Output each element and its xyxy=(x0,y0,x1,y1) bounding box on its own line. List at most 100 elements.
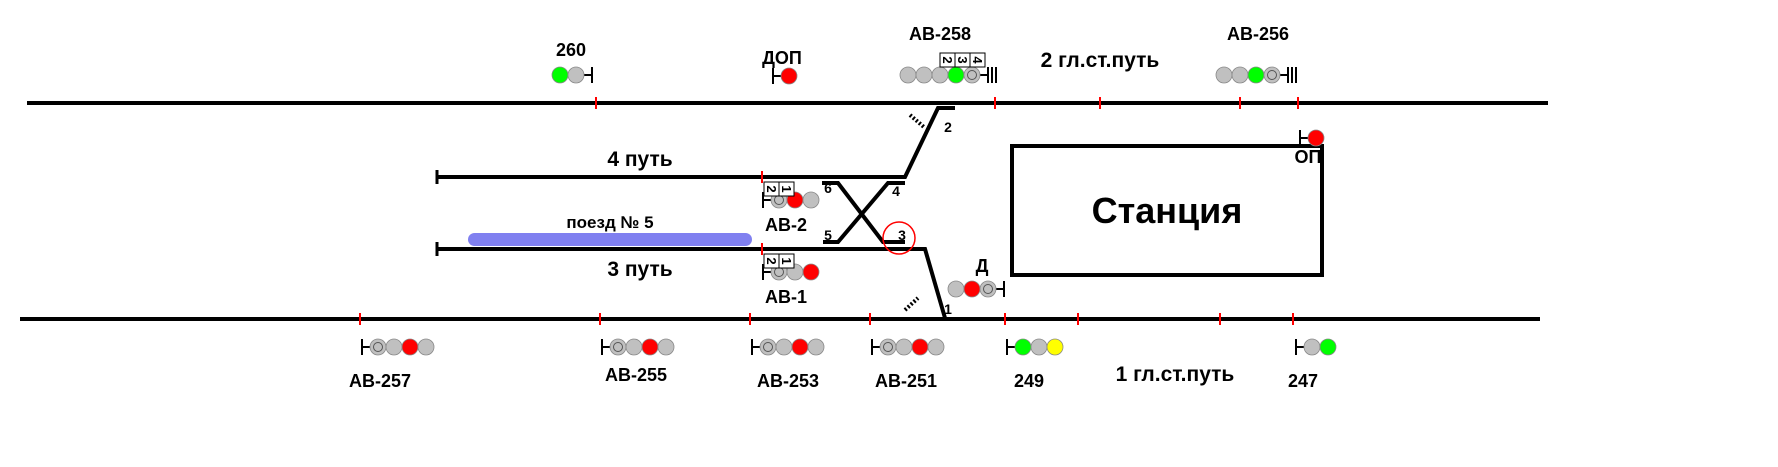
signal-lamp-off xyxy=(1215,66,1233,84)
signal-label: АВ-253 xyxy=(757,371,819,391)
route-indicator-number: 2 xyxy=(764,185,779,192)
switch-4-label: 4 xyxy=(892,183,900,199)
signal-lamp-off xyxy=(947,280,965,298)
signal-lamp-ring xyxy=(759,338,777,356)
signal-label: 249 xyxy=(1014,371,1044,391)
signal-lamp-off xyxy=(807,338,825,356)
signal-lamp-off xyxy=(1303,338,1321,356)
signal-av257[interactable]: АВ-257 xyxy=(349,338,435,391)
signal-label: АВ-258 xyxy=(909,24,971,44)
switch-1-hatch xyxy=(903,296,920,312)
signal-av251[interactable]: АВ-251 xyxy=(871,338,945,391)
signal-lamp-green xyxy=(1014,338,1032,356)
signal-s249[interactable]: 249 xyxy=(1006,338,1064,391)
switch-3-label: 3 xyxy=(898,227,906,243)
signal-s260[interactable]: 260 xyxy=(551,40,593,84)
route-indicator-number: 2 xyxy=(940,56,955,63)
signal-lamp-ring xyxy=(883,342,893,352)
signal-lamp-red xyxy=(802,263,820,281)
signal-lamp-red xyxy=(401,338,419,356)
signal-lamp-ring xyxy=(963,66,981,84)
route-indicator-number: 1 xyxy=(779,257,794,264)
station-building[interactable] xyxy=(1010,144,1324,277)
signal-lamp-off xyxy=(1030,338,1048,356)
signal-lamp-ring xyxy=(1267,70,1277,80)
signal-label: Д xyxy=(976,256,989,276)
signal-lamp-green xyxy=(947,66,965,84)
route-indicator-number: 1 xyxy=(779,185,794,192)
signal-lamp-yellow xyxy=(1046,338,1064,356)
signal-lamp-off xyxy=(657,338,675,356)
switch-3-highlight[interactable] xyxy=(882,221,916,255)
signal-lamp-off xyxy=(385,338,403,356)
switch-2-hatch xyxy=(908,113,927,130)
signal-lamp-ring xyxy=(373,342,383,352)
signal-label: ДОП xyxy=(762,48,802,68)
main-track-1-label: 1 гл.ст.путь xyxy=(1116,363,1235,386)
switch-6-label: 6 xyxy=(824,180,832,196)
signal-lamp-red xyxy=(1307,129,1325,147)
signal-av256[interactable]: АВ-256 xyxy=(1215,24,1297,84)
signal-label: 260 xyxy=(556,40,586,60)
switch-1-label: 1 xyxy=(944,301,952,317)
route-indicator-number: 3 xyxy=(955,56,970,63)
signal-lamp-green xyxy=(1319,338,1337,356)
main-track-2-label: 2 гл.ст.путь xyxy=(1041,49,1160,72)
route-indicator-box xyxy=(778,253,795,269)
signal-lamp-ring xyxy=(763,342,773,352)
signal-lamp-ring xyxy=(967,70,977,80)
signal-lamp-ring xyxy=(609,338,627,356)
train-label: поезд № 5 xyxy=(566,213,653,232)
signal-lamp-off xyxy=(567,66,585,84)
signal-lamp-ring xyxy=(1263,66,1281,84)
signal-lamp-red xyxy=(780,67,798,85)
signal-lamp-off xyxy=(915,66,933,84)
signal-label: ОП xyxy=(1295,147,1322,167)
signal-lamp-green xyxy=(1247,66,1265,84)
signal-label: 247 xyxy=(1288,371,1318,391)
crossover-6-3[interactable] xyxy=(822,181,905,244)
signal-lamp-ring xyxy=(879,338,897,356)
signal-lamp-red xyxy=(791,338,809,356)
signal-label: АВ-255 xyxy=(605,365,667,385)
signal-label: АВ-1 xyxy=(765,287,807,307)
signal-op[interactable]: ОП xyxy=(1295,129,1325,167)
route-indicator-number: 4 xyxy=(970,56,985,64)
signal-lamp-ring xyxy=(983,284,993,294)
switch-5-label: 5 xyxy=(824,227,832,243)
signal-lamp-ring xyxy=(613,342,623,352)
signal-lamp-off xyxy=(927,338,945,356)
signal-lamp-ring xyxy=(369,338,387,356)
track-3-label: 3 путь xyxy=(607,258,672,281)
signal-d[interactable]: Д xyxy=(947,256,1005,298)
station-label: Станция xyxy=(1092,190,1243,231)
signal-lamp-red xyxy=(641,338,659,356)
route-indicator-box xyxy=(778,181,795,197)
signal-lamp-off xyxy=(931,66,949,84)
track-4-label: 4 путь xyxy=(607,148,672,171)
signal-av255[interactable]: АВ-255 xyxy=(601,338,675,385)
track-3[interactable] xyxy=(437,247,947,319)
signal-lamp-off xyxy=(802,191,820,209)
signal-lamp-red xyxy=(963,280,981,298)
signal-lamp-off xyxy=(1231,66,1249,84)
signal-s247[interactable]: 247 xyxy=(1288,338,1337,391)
signal-lamp-off xyxy=(417,338,435,356)
route-indicator-box xyxy=(969,52,986,68)
signal-label: АВ-251 xyxy=(875,371,937,391)
signal-label: АВ-2 xyxy=(765,215,807,235)
route-indicator-number: 2 xyxy=(764,257,779,264)
signal-lamp-off xyxy=(625,338,643,356)
signal-label: АВ-257 xyxy=(349,371,411,391)
signal-lamp-green xyxy=(551,66,569,84)
signal-av253[interactable]: АВ-253 xyxy=(751,338,825,391)
signal-dop[interactable]: ДОП xyxy=(762,48,802,85)
train-5[interactable] xyxy=(468,233,752,246)
signal-lamp-red xyxy=(911,338,929,356)
signal-lamp-off xyxy=(775,338,793,356)
track-4[interactable] xyxy=(437,106,955,179)
